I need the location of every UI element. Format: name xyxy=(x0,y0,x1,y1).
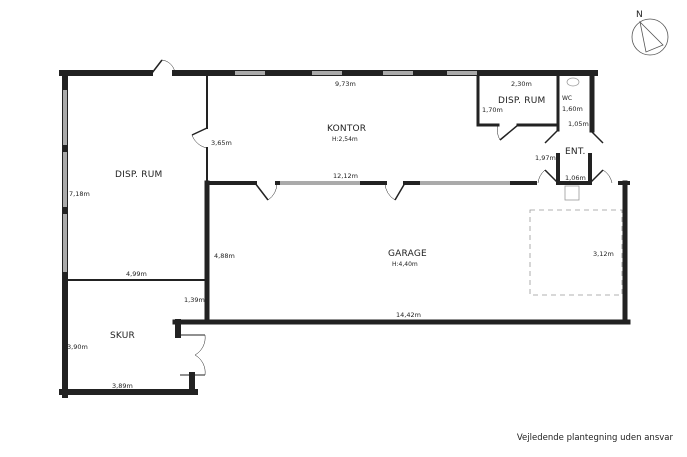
dim-carport: 3,12m xyxy=(593,250,614,258)
room-entre: ENT. xyxy=(565,147,586,157)
dim-disp-east-depth: 1,70m xyxy=(482,106,503,114)
dim-skur-width: 3,89m xyxy=(112,382,133,390)
room-disp-rum-east: DISP. RUM xyxy=(498,96,545,106)
windows xyxy=(63,71,510,272)
dim-skur-depth: 3,90m xyxy=(67,343,88,351)
dim-ent-width: 1,06m xyxy=(565,174,586,182)
dim-disp-west-depth: 7,18m xyxy=(69,190,90,198)
dim-garage-depth: 4,88m xyxy=(214,252,235,260)
dim-garage-width: 14,42m xyxy=(396,311,421,319)
dim-passage: 1,39m xyxy=(184,296,205,304)
sink-icon xyxy=(564,185,580,201)
dim-disp-west-width: 4,99m xyxy=(126,270,147,278)
walls xyxy=(59,70,631,398)
room-skur: SKUR xyxy=(110,331,135,341)
garage-height: H:4,40m xyxy=(392,261,418,268)
dim-ent-depth: 1,97m xyxy=(535,154,556,162)
dim-kontor-inner: 12,12m xyxy=(333,172,358,180)
dim-kontor-width: 9,73m xyxy=(335,80,356,88)
room-wc: WC xyxy=(562,95,572,102)
dim-wc-depth: 1,60m xyxy=(562,105,583,113)
room-kontor: KONTOR xyxy=(327,124,366,134)
dim-wc-width: 1,05m xyxy=(568,120,589,128)
compass-label: N xyxy=(636,10,643,20)
disclaimer-text: Vejledende plantegning uden ansvar xyxy=(516,433,673,443)
room-disp-rum-west: DISP. RUM xyxy=(115,170,162,180)
dim-disp-east-width: 2,30m xyxy=(511,80,532,88)
room-garage: GARAGE xyxy=(388,249,427,259)
north-compass: N xyxy=(631,10,669,56)
toilet-icon xyxy=(566,77,580,87)
carport-outline xyxy=(529,209,623,296)
kontor-height: H:2,54m xyxy=(332,136,358,143)
doors xyxy=(151,59,613,376)
compass-arrow-icon xyxy=(639,20,664,53)
dim-kontor-depth: 3,65m xyxy=(211,139,232,147)
